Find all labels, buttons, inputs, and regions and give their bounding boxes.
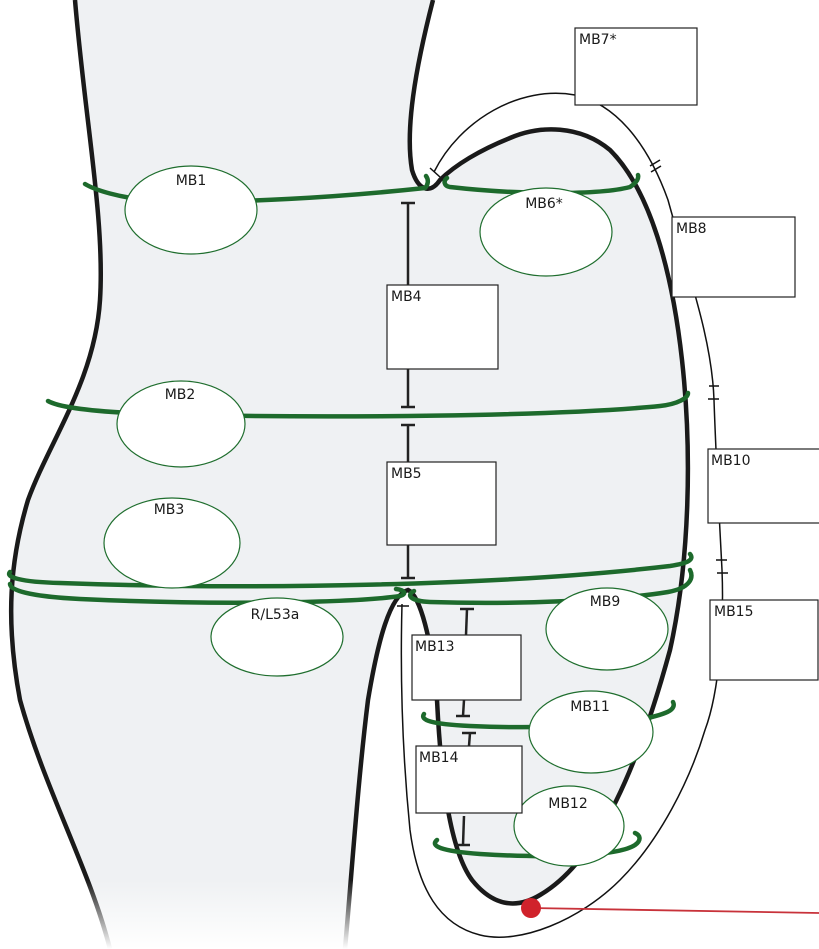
mb9-ellipse [545, 587, 669, 671]
mb12-label: MB12 [548, 796, 588, 812]
mb13-label: MB13 [415, 639, 455, 655]
mb1-ellipse [124, 165, 258, 255]
mb14-label: MB14 [419, 750, 459, 766]
mb1-label: MB1 [176, 173, 207, 189]
mb3-ellipse [103, 497, 241, 589]
lineage-bars [401, 201, 476, 847]
mb10-box [707, 448, 819, 524]
mb9-label: MB9 [590, 594, 621, 610]
mb4-box [386, 284, 499, 370]
rl53a-label: R/L53a [251, 607, 300, 623]
left-body-outline [8, 0, 113, 949]
mb10-label: MB10 [711, 453, 751, 469]
ellipse-nodes [103, 165, 669, 867]
mb3-label: MB3 [154, 502, 185, 518]
mb2-label: MB2 [165, 387, 196, 403]
mb6-ellipse [479, 187, 613, 277]
mb14-box [415, 745, 523, 814]
mb15-label: MB15 [714, 604, 754, 620]
bottom-fade [0, 880, 460, 949]
mb2-ellipse [116, 380, 246, 468]
mb15-box [709, 599, 819, 681]
mb11-ellipse [528, 690, 654, 774]
mb13-box [411, 634, 522, 701]
mb8-box [671, 216, 796, 298]
mb12-ellipse [513, 785, 625, 867]
mb7-label: MB7* [579, 32, 617, 48]
loop-ticks [397, 159, 728, 607]
box-nodes [386, 27, 819, 814]
node-labels: MB1 MB6* MB2 MB3 R/L53a MB9 MB11 MB12 MB… [154, 32, 754, 812]
marker-dot [521, 898, 541, 918]
mb5-label: MB5 [391, 466, 422, 482]
mb8-label: MB8 [676, 221, 707, 237]
mb7-box [574, 27, 698, 106]
mb4-label: MB4 [391, 289, 422, 305]
mb11-label: MB11 [570, 699, 610, 715]
rl53a-ellipse [210, 597, 344, 677]
mb6-label: MB6* [525, 196, 563, 212]
mb5-box [386, 461, 497, 546]
marker-line [530, 907, 819, 914]
